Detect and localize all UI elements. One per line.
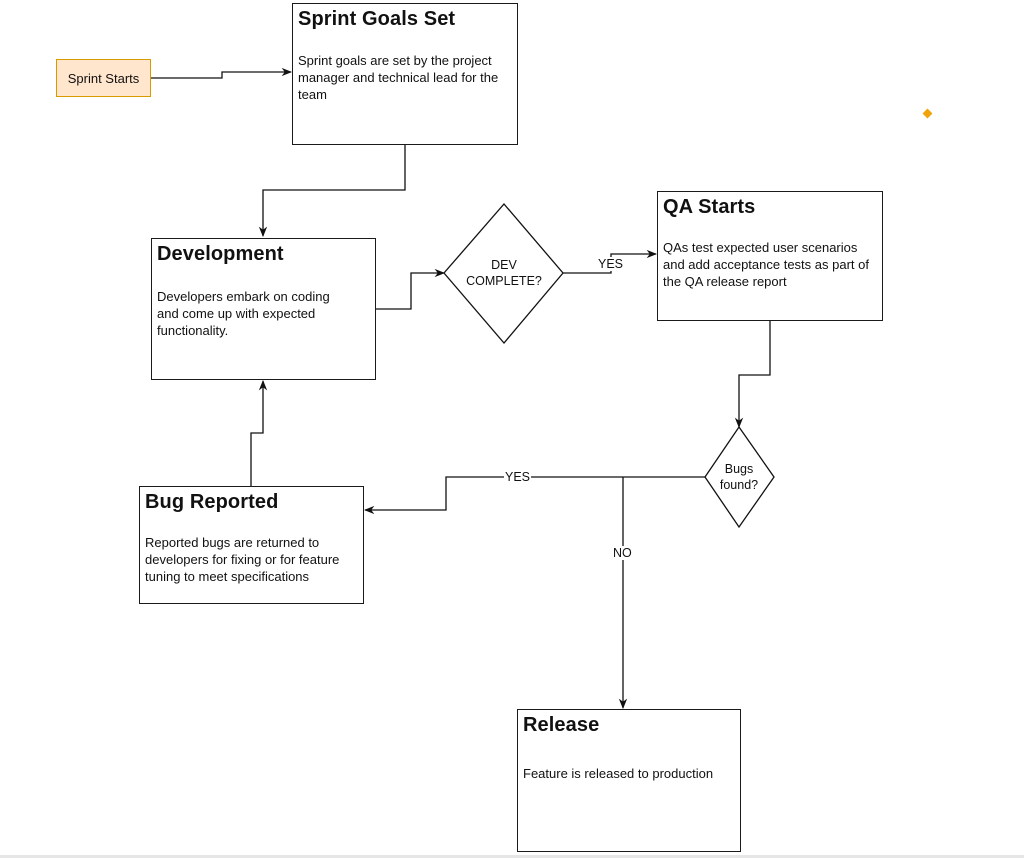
bug-reported-title: Bug Reported xyxy=(145,491,279,513)
decision-dev-complete-line1: DEV xyxy=(491,258,517,272)
connector-goals-to-dev xyxy=(258,145,406,238)
connector-qa-to-bugs xyxy=(734,321,771,429)
connector-start-to-goals xyxy=(151,67,293,79)
decision-bugs-found-label: Bugs found? xyxy=(709,461,769,493)
edge-label-bugs-yes: YES xyxy=(504,470,532,484)
decision-bugs-found-line2: found? xyxy=(719,478,759,492)
release-box[interactable]: Release Feature is released to productio… xyxy=(517,709,741,852)
qa-starts-title: QA Starts xyxy=(663,196,756,218)
release-desc: Feature is released to production xyxy=(523,766,714,781)
diamond-marker-icon xyxy=(922,108,933,119)
sprint-starts-label: Sprint Starts xyxy=(67,70,140,86)
sprint-goals-desc: Sprint goals are set by the project mana… xyxy=(298,53,499,102)
edge-label-dev-yes: YES xyxy=(597,257,625,271)
bug-reported-box[interactable]: Bug Reported Reported bugs are returned … xyxy=(139,486,364,604)
decision-bugs-found-shape xyxy=(704,425,775,529)
decision-dev-complete-line2: COMPLETE? xyxy=(466,274,542,288)
qa-starts-desc: QAs test expected user scenarios and add… xyxy=(663,240,869,289)
bug-reported-desc: Reported bugs are returned to developers… xyxy=(145,535,340,584)
connector-dev-to-decision xyxy=(376,268,446,310)
decision-dev-complete-label: DEV COMPLETE? xyxy=(454,257,554,289)
sprint-goals-box[interactable]: Sprint Goals Set Sprint goals are set by… xyxy=(292,3,518,145)
development-title: Development xyxy=(157,243,284,265)
qa-starts-box[interactable]: QA Starts QAs test expected user scenari… xyxy=(657,191,883,321)
release-title: Release xyxy=(523,714,600,736)
canvas-bottom-border xyxy=(0,855,1024,858)
development-box[interactable]: Development Developers embark on coding … xyxy=(151,238,376,380)
sprint-goals-title: Sprint Goals Set xyxy=(298,8,456,30)
connector-bug-to-dev xyxy=(250,379,268,486)
sprint-starts-node[interactable]: Sprint Starts xyxy=(56,59,151,97)
edge-label-bugs-no: NO xyxy=(612,546,633,560)
connector-bugs-yes-to-bug xyxy=(363,476,705,515)
decision-dev-complete-shape xyxy=(443,203,564,345)
decision-bugs-found-line1: Bugs xyxy=(724,462,754,476)
development-desc: Developers embark on coding and come up … xyxy=(157,289,330,338)
